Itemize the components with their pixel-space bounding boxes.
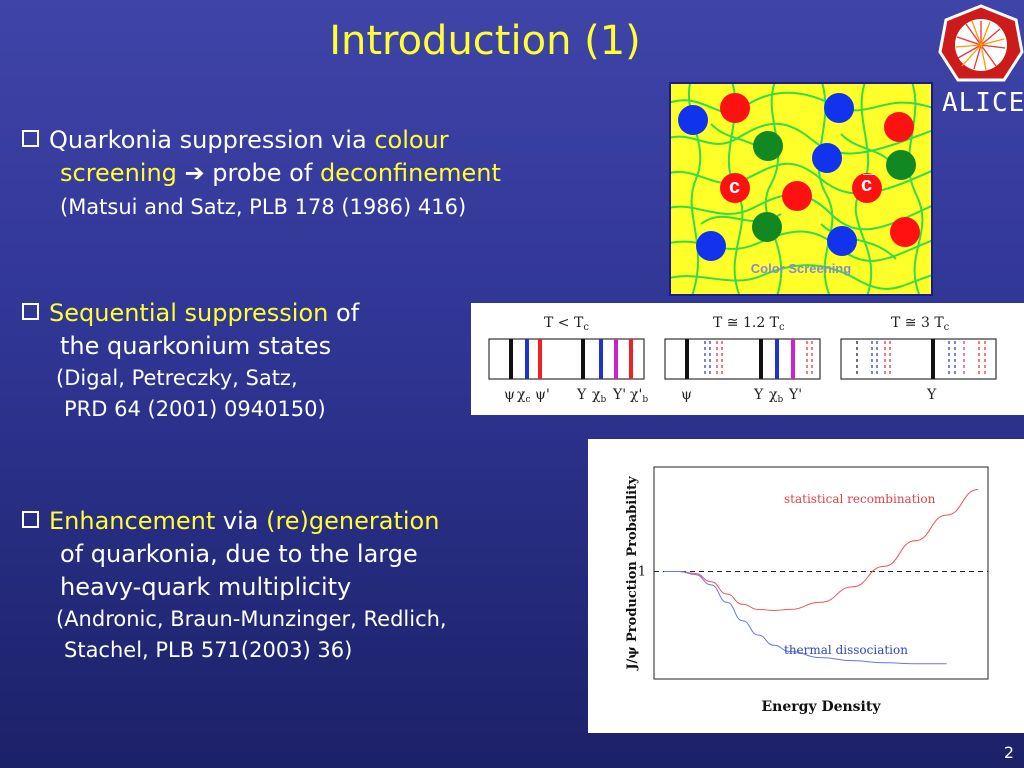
alice-logo-text: ALICE xyxy=(942,88,1024,118)
color-screening-label: Color Screening xyxy=(750,261,852,276)
red-quark-icon xyxy=(782,181,812,211)
bullet-3-text-2: of quarkonia, due to the large xyxy=(60,540,418,568)
bullet-3-highlight-enhancement: Enhancement xyxy=(49,507,216,535)
checkbox-bullet-icon xyxy=(22,511,39,528)
blue-quark-icon xyxy=(696,231,726,261)
production-probability-chart: 1 statistical recombination thermal diss… xyxy=(588,439,1024,733)
panel-2-box xyxy=(664,338,821,380)
bullet-1-highlight-colour: colour xyxy=(374,126,449,154)
green-quark-icon xyxy=(753,131,783,161)
blue-quark-icon xyxy=(678,105,708,135)
page-number: 2 xyxy=(1003,743,1014,762)
blue-quark-icon xyxy=(824,93,854,123)
bullet-sequential-suppression: Sequential suppression of the quarkonium… xyxy=(22,297,359,425)
arrow-right-icon: ➔ xyxy=(176,159,213,187)
bullet-3-highlight-regeneration: (re)generation xyxy=(266,507,440,535)
red-quark-icon xyxy=(884,112,914,142)
red-quark-icon xyxy=(890,217,920,247)
bullet-3-reference-2: Stachel, PLB 571(2003) 36) xyxy=(64,638,353,662)
bullet-2-reference-1: (Digal, Petreczky, Satz, xyxy=(56,366,298,390)
panel-1-labels: ψ χc ψ' Υ χb Υ' χ'b xyxy=(504,387,648,406)
bullet-enhancement: Enhancement via (re)generation of quarko… xyxy=(22,505,447,666)
checkbox-bullet-icon xyxy=(22,303,39,320)
checkbox-bullet-icon xyxy=(22,130,39,147)
series-thermal-dissociation xyxy=(663,571,947,665)
color-screening-diagram xyxy=(671,84,931,294)
plot-frame xyxy=(653,466,989,680)
blue-quark-icon xyxy=(812,143,842,173)
bullet-2-highlight: Sequential suppression xyxy=(49,299,329,327)
bullet-3-text-1: via xyxy=(215,507,267,535)
color-screening-figure: c c̅ Color Screening xyxy=(669,82,933,296)
anticharm-quark-icon xyxy=(852,173,882,203)
series-label-statistical-recombination: statistical recombination xyxy=(784,492,936,506)
bullet-1-text-1: Quarkonia suppression via xyxy=(49,126,375,154)
panel-2-header: T ≅ 1.2 Tc xyxy=(713,315,785,333)
reference-line-label: 1 xyxy=(638,565,646,580)
green-quark-icon xyxy=(752,212,782,242)
slide-title: Introduction (1) xyxy=(329,18,641,64)
bullet-3-reference-1: (Andronic, Braun-Munzinger, Redlich, xyxy=(56,607,447,631)
panel-1-header: T < Tc xyxy=(544,315,589,333)
panel-2-labels: ψ Υ χb Υ' xyxy=(681,387,802,406)
panel-1-box xyxy=(488,338,645,380)
sequential-suppression-diagram: T < Tc ψ χc ψ' Υ χb Υ' χ'b T ≅ 1.2 Tc xyxy=(488,315,997,406)
series-statistical-recombination xyxy=(663,489,979,611)
x-axis-label: Energy Density xyxy=(762,699,882,715)
bullet-3-text-3: heavy-quark multiplicity xyxy=(60,573,352,601)
bullet-2-text-2: the quarkonium states xyxy=(60,332,332,360)
y-axis-label: J/ψ Production Probability xyxy=(625,476,640,671)
bullet-2-reference-2: PRD 64 (2001) 0940150) xyxy=(64,397,326,421)
sequential-suppression-figure: T < Tc ψ χc ψ' Υ χb Υ' χ'b T ≅ 1.2 Tc xyxy=(471,303,1024,415)
anticharm-quark-label: c̅ xyxy=(861,174,873,196)
green-quark-icon xyxy=(886,150,916,180)
panel-3-header: T ≅ 3 Tc xyxy=(891,315,950,333)
bullet-1-text-2: probe of xyxy=(212,159,320,187)
red-quark-icon xyxy=(720,93,750,123)
bullet-1-highlight-screening: screening xyxy=(60,159,177,187)
series-label-thermal-dissociation: thermal dissociation xyxy=(784,643,908,657)
panel-3-label: Υ xyxy=(926,387,937,403)
chart-svg: 1 statistical recombination thermal diss… xyxy=(625,466,989,715)
charm-quark-icon xyxy=(720,173,750,203)
charm-quark-label: c xyxy=(729,176,741,198)
blue-quark-icon xyxy=(827,226,857,256)
panel-3-box xyxy=(840,338,997,380)
alice-logo-icon xyxy=(938,4,1024,82)
bullet-1-reference: (Matsui and Satz, PLB 178 (1986) 416) xyxy=(60,195,467,219)
bullet-colour-screening: Quarkonia suppression via colour screeni… xyxy=(22,124,501,223)
bullet-1-highlight-deconfinement: deconfinement xyxy=(319,159,501,187)
bullet-2-text-1: of xyxy=(328,299,360,327)
